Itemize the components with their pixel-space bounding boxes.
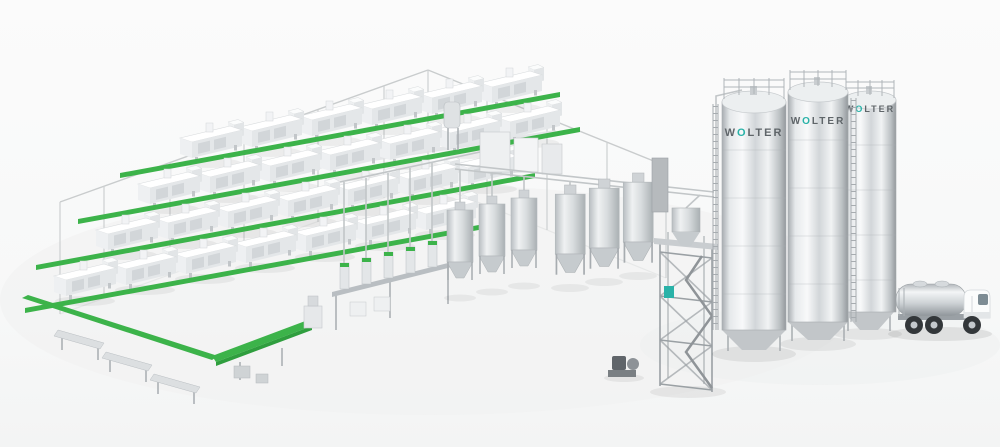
drying-hopper	[446, 201, 474, 281]
support-tower	[650, 207, 726, 398]
blender-box	[373, 296, 391, 312]
control-box	[664, 286, 674, 298]
silo-cone	[788, 322, 848, 340]
silo-brand-label: WOLTER	[791, 116, 846, 127]
tall-cabinet	[651, 157, 669, 213]
drying-hopper	[622, 172, 655, 264]
receiving-bin	[307, 295, 319, 307]
silo-vent	[814, 77, 820, 85]
silo-vent	[866, 86, 872, 94]
tank-hatch	[934, 280, 950, 288]
silo-railing	[723, 78, 785, 99]
drying-hoppers	[444, 172, 657, 302]
silo-body	[787, 91, 849, 323]
silo-cone	[722, 330, 786, 350]
tower-stairs	[684, 255, 714, 389]
silo-brand-label: WOLTER	[845, 104, 895, 114]
truck-tank	[895, 283, 967, 317]
tower-top-hopper	[671, 207, 701, 246]
truck-wheels	[905, 316, 981, 334]
silo-railing	[789, 70, 847, 90]
drying-hopper	[510, 189, 538, 269]
silo-1: WOLTER	[712, 78, 796, 362]
silo-railing	[845, 80, 895, 98]
parts-box	[233, 365, 251, 379]
silo-ladder	[850, 98, 857, 322]
dosing-cylinders	[339, 240, 438, 290]
material-prep-station	[332, 151, 481, 330]
outfeed-tables	[53, 329, 269, 404]
tanker-truck	[888, 280, 992, 341]
tank-hatch	[912, 280, 928, 288]
silo-body	[721, 101, 787, 331]
buffer-vessel	[443, 101, 461, 129]
receiving-platform	[303, 305, 323, 329]
vacuum-pump	[604, 356, 644, 382]
parts-box	[255, 373, 269, 384]
silo-brand-label: WOLTER	[725, 127, 784, 139]
silo-ladder	[712, 104, 719, 330]
conveyor-row-2	[78, 127, 580, 224]
drying-hopper	[478, 195, 506, 275]
conveyor-row-4	[25, 222, 495, 313]
overhead-piping	[454, 89, 743, 330]
blender-box	[349, 301, 367, 317]
collector-conveyor	[22, 295, 218, 360]
central-material-station	[443, 101, 563, 175]
cab-skirt	[964, 312, 990, 318]
drying-hopper	[588, 178, 621, 270]
drying-hopper	[554, 184, 587, 276]
silo-2: WOLTER	[780, 70, 857, 351]
incline-conveyor	[212, 295, 323, 380]
cab-window	[978, 294, 988, 305]
storage-silos: WOLTER WOLT	[712, 70, 902, 362]
cabinet	[541, 143, 563, 175]
cabinet	[513, 137, 539, 173]
cabinet	[479, 131, 511, 173]
